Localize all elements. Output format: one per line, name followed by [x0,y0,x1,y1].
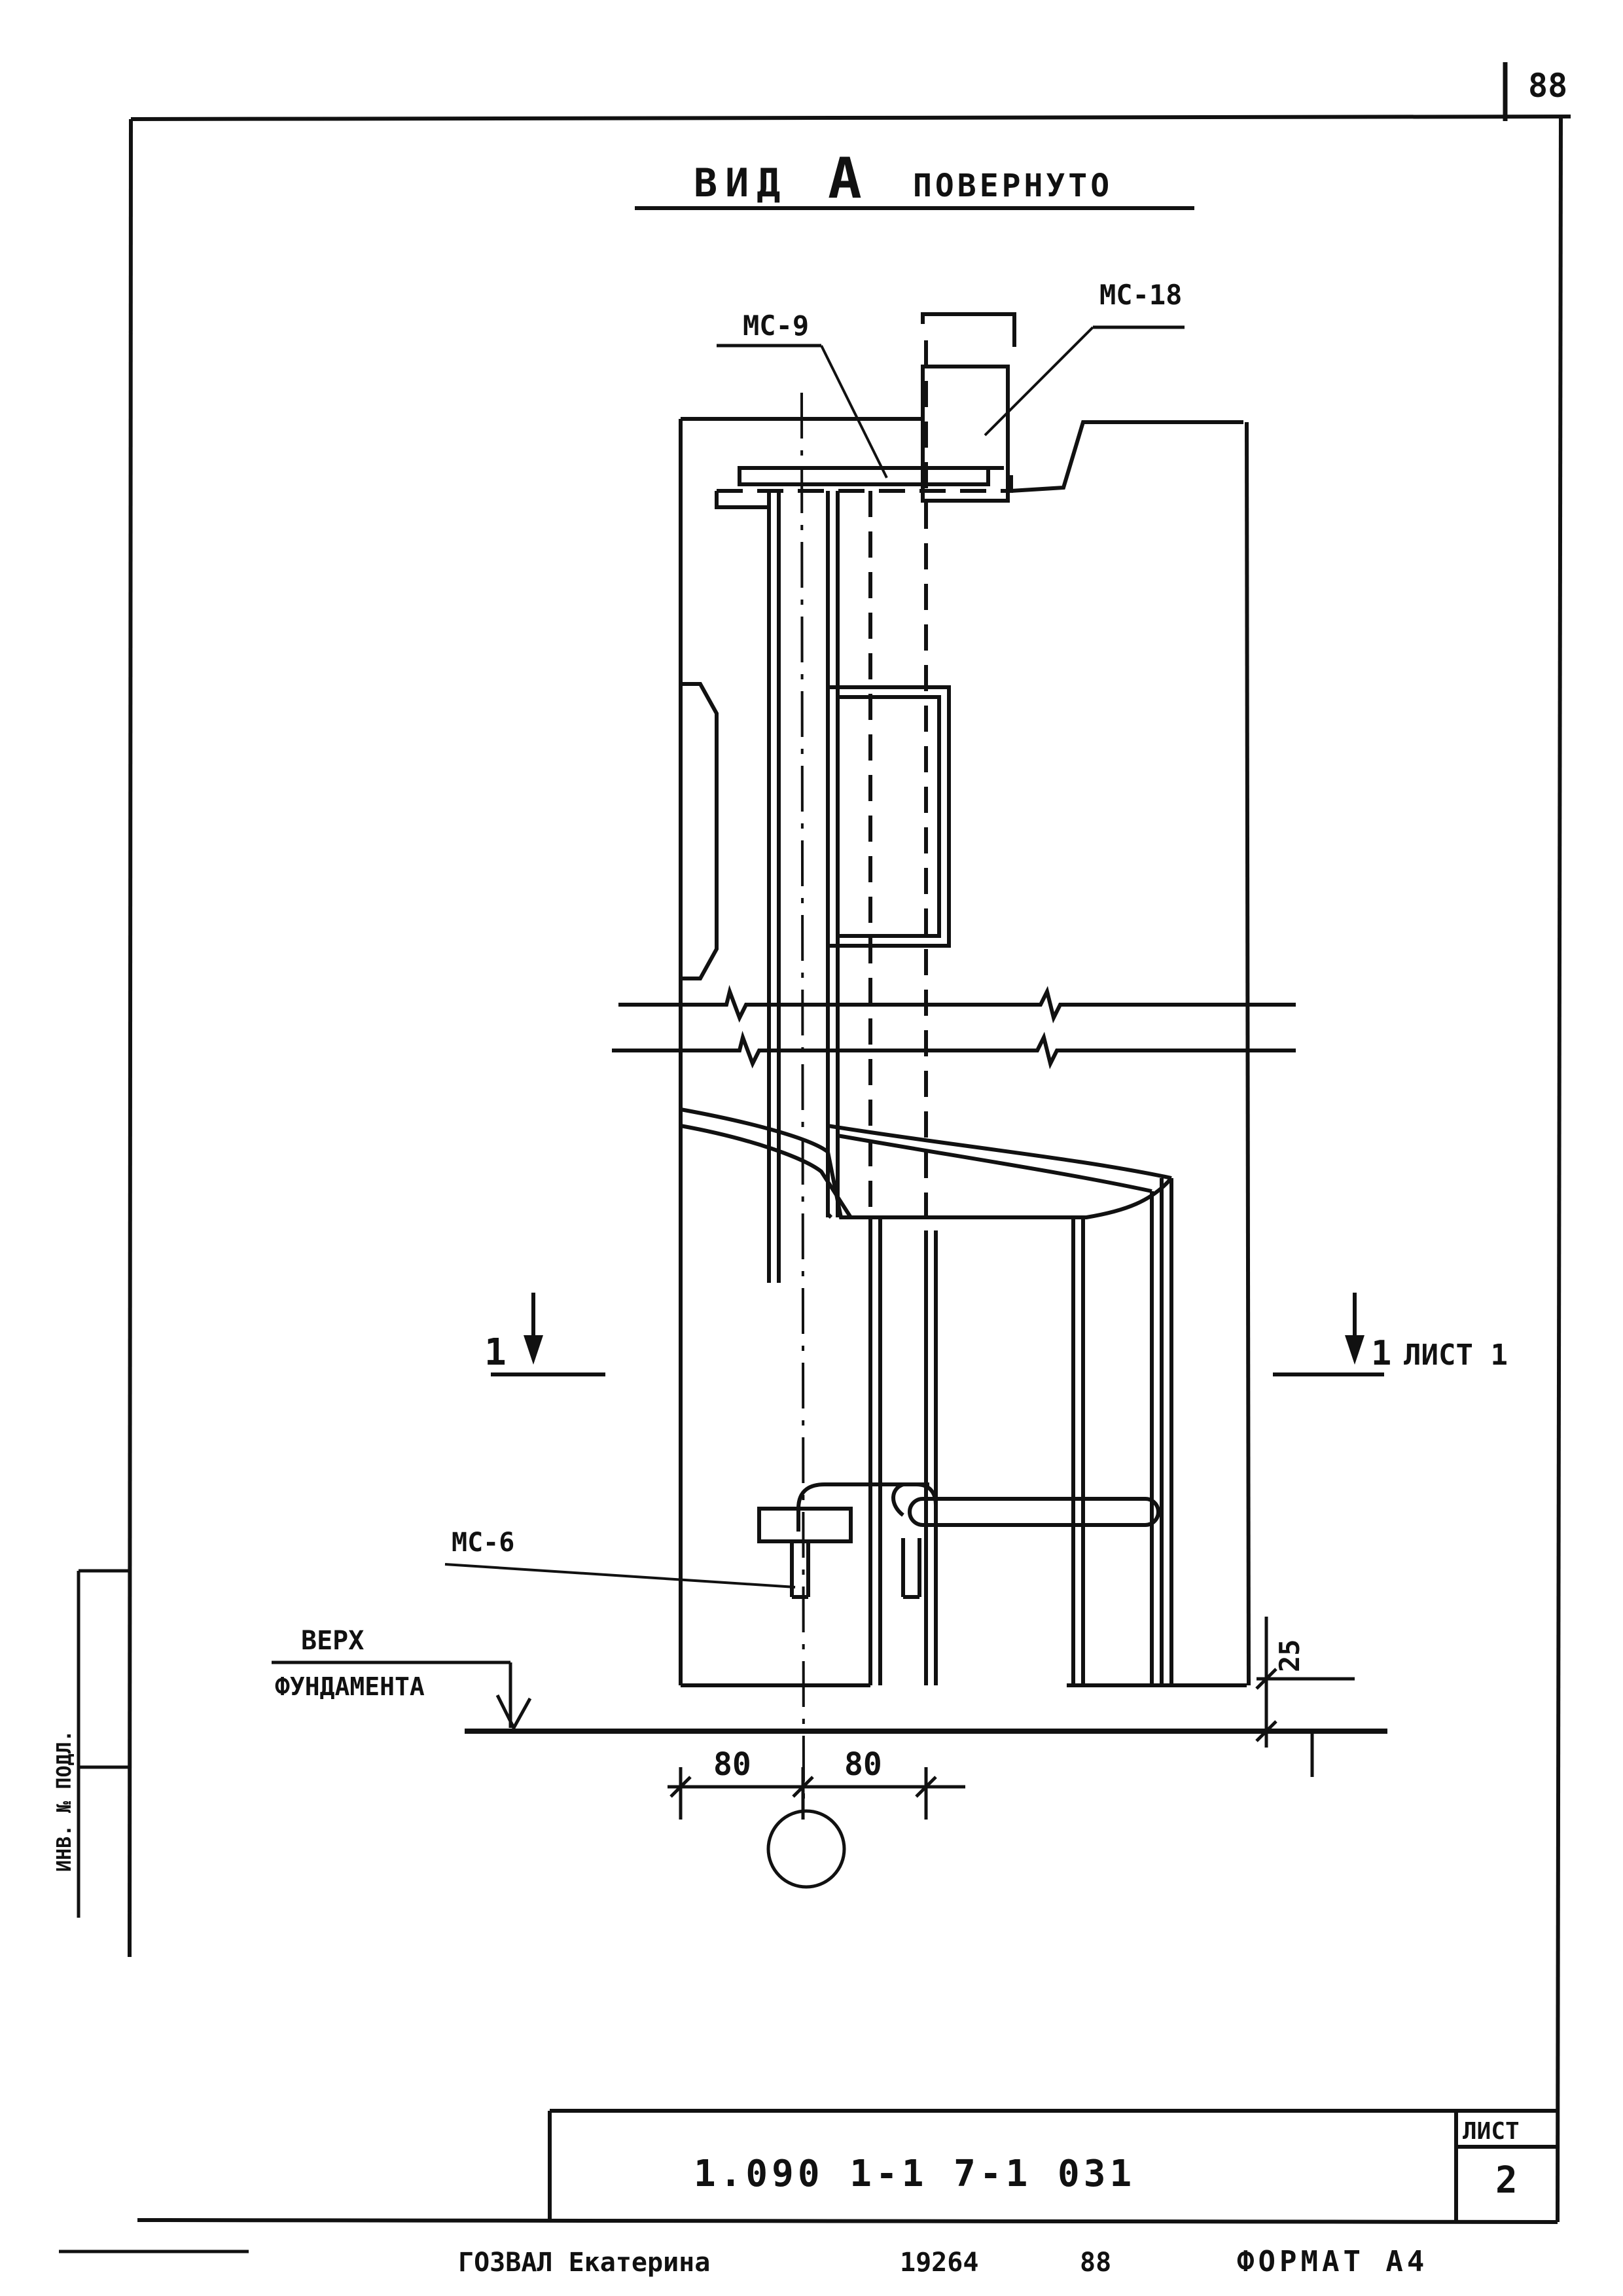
dimension-25: 25 [1255,1617,1355,1777]
section-left-number: 1 [484,1331,507,1374]
view-title-note: ПОВЕРНУТО [913,168,1113,204]
axis-circle [766,1809,846,1889]
section-mark-left: 1 [484,1293,605,1376]
dimension-80-right: 80 [844,1746,882,1783]
side-stamp-text: ИНВ. № ПОДЛ. [53,1730,76,1872]
label-mc9: МС-9 [717,310,888,478]
column-structure [612,312,1296,1687]
section-right-number: 1 [1371,1334,1391,1373]
label-mc18: МС-18 [984,279,1185,437]
footer-text-3: 88 [1080,2248,1111,2278]
footer: ГОЗВАЛ Екатерина 19264 88 ФОРМАТ А4 [59,2245,1428,2278]
dimension-80: 80 80 [668,1746,965,1889]
foundation-label-2: ФУНДАМЕНТА [275,1672,425,1701]
label-mc6-text: МС-6 [452,1528,514,1558]
view-title-word: ВИД [694,160,788,206]
foundation-level: ВЕРХ ФУНДАМЕНТА [272,1626,1387,1734]
view-title-letter: А [828,146,862,211]
title-block-sheet-label: ЛИСТ [1463,2118,1520,2145]
side-stamp: ИНВ. № ПОДЛ. [53,1569,131,1918]
title-block-sheet-value: 2 [1495,2159,1518,2202]
label-mc9-text: МС-9 [743,310,809,342]
dimension-80-left: 80 [713,1746,751,1783]
title-block: 1.090 1-1 7-1 031 ЛИСТ 2 [548,2109,1558,2220]
center-axis [800,392,805,1807]
drawing-frame [128,115,1571,2224]
footer-text-1: ГОЗВАЛ Екатерина [458,2248,710,2278]
footer-format: ФОРМАТ А4 [1237,2245,1428,2278]
sheet-number: 88 [1528,67,1567,105]
label-mc6: МС-6 [444,1528,796,1588]
dimension-25-text: 25 [1274,1639,1306,1672]
section-mark-right: 1 ЛИСТ 1 [1273,1293,1508,1376]
title-block-code: 1.090 1-1 7-1 031 [694,2153,1135,2195]
hidden-lines [717,340,1013,1217]
footer-text-2: 19264 [900,2248,978,2278]
section-right-ref: ЛИСТ 1 [1404,1338,1508,1372]
label-mc18-text: МС-18 [1099,279,1182,311]
view-title: ВИД А ПОВЕРНУТО [635,146,1194,211]
foundation-label-1: ВЕРХ [301,1626,364,1656]
